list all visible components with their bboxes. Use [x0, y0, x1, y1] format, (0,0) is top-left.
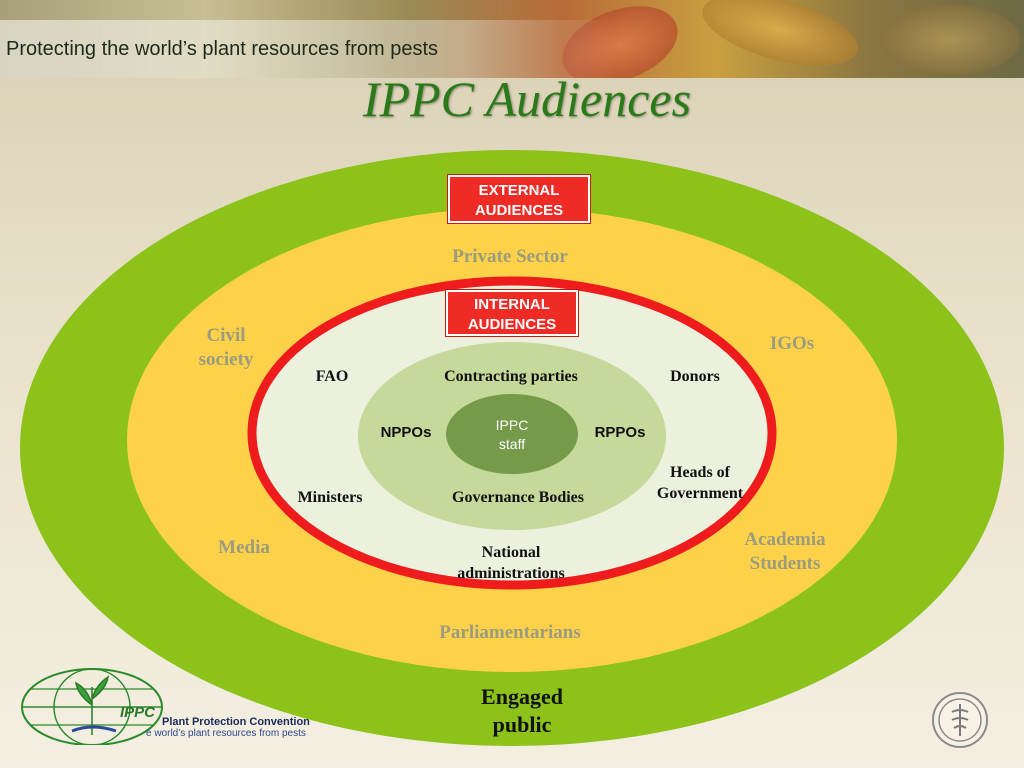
label-line: National [481, 544, 541, 561]
label-line: Heads of [670, 464, 730, 481]
badge-line: AUDIENCES [474, 202, 564, 219]
label-line: society [198, 349, 254, 370]
label-civil-society: Civil society [176, 324, 276, 372]
logo-tagline: e world’s plant resources from pests [146, 728, 306, 739]
label-line: staff [498, 436, 526, 452]
label-nppos: NPPOs [380, 424, 432, 441]
label-line: Engaged [481, 684, 563, 709]
label-academia-students: Academia Students [720, 528, 850, 576]
internal-audiences-badge: INTERNAL AUDIENCES [446, 290, 578, 336]
badge-line: INTERNAL [474, 296, 550, 313]
fao-logo [932, 692, 988, 748]
core-ellipse [446, 394, 578, 474]
banner-tagline: Protecting the world’s plant resources f… [6, 38, 439, 60]
label-donors: Donors [670, 368, 720, 385]
logo-ippc-word: IPPC [120, 704, 156, 721]
label-line: Students [749, 553, 821, 574]
label-contracting-parties: Contracting parties [444, 368, 578, 385]
ippc-logo [21, 668, 163, 745]
label-ministers: Ministers [297, 489, 363, 506]
badge-line: EXTERNAL [478, 182, 560, 199]
label-line: Civil [206, 325, 246, 346]
label-line: administrations [457, 565, 565, 582]
label-fao: FAO [315, 368, 349, 385]
page-title: IPPC Audiences [362, 71, 692, 127]
external-audiences-badge: EXTERNAL AUDIENCES [448, 175, 590, 223]
banner-strip [0, 20, 1024, 78]
label-engaged-public: Engaged public [442, 683, 602, 739]
label-national-administrations: National administrations [430, 542, 592, 584]
label-ippc-staff: IPPC staff [472, 416, 552, 454]
label-line: public [492, 712, 552, 737]
label-line: Academia [744, 529, 826, 550]
label-private-sector: Private Sector [452, 246, 568, 267]
logo-convention-name: Plant Protection Convention [162, 716, 310, 728]
label-media: Media [218, 537, 270, 558]
label-governance-bodies: Governance Bodies [452, 489, 584, 506]
label-parliamentarians: Parliamentarians [439, 622, 581, 643]
badge-line: AUDIENCES [467, 316, 557, 333]
label-igos: IGOs [769, 333, 815, 354]
header-banner: Protecting the world’s plant resources f… [0, 0, 1024, 78]
label-rppos: RPPOs [594, 424, 646, 441]
label-line: Government [656, 485, 744, 502]
label-heads-of-government: Heads of Government [640, 462, 760, 504]
label-line: IPPC [495, 417, 529, 433]
